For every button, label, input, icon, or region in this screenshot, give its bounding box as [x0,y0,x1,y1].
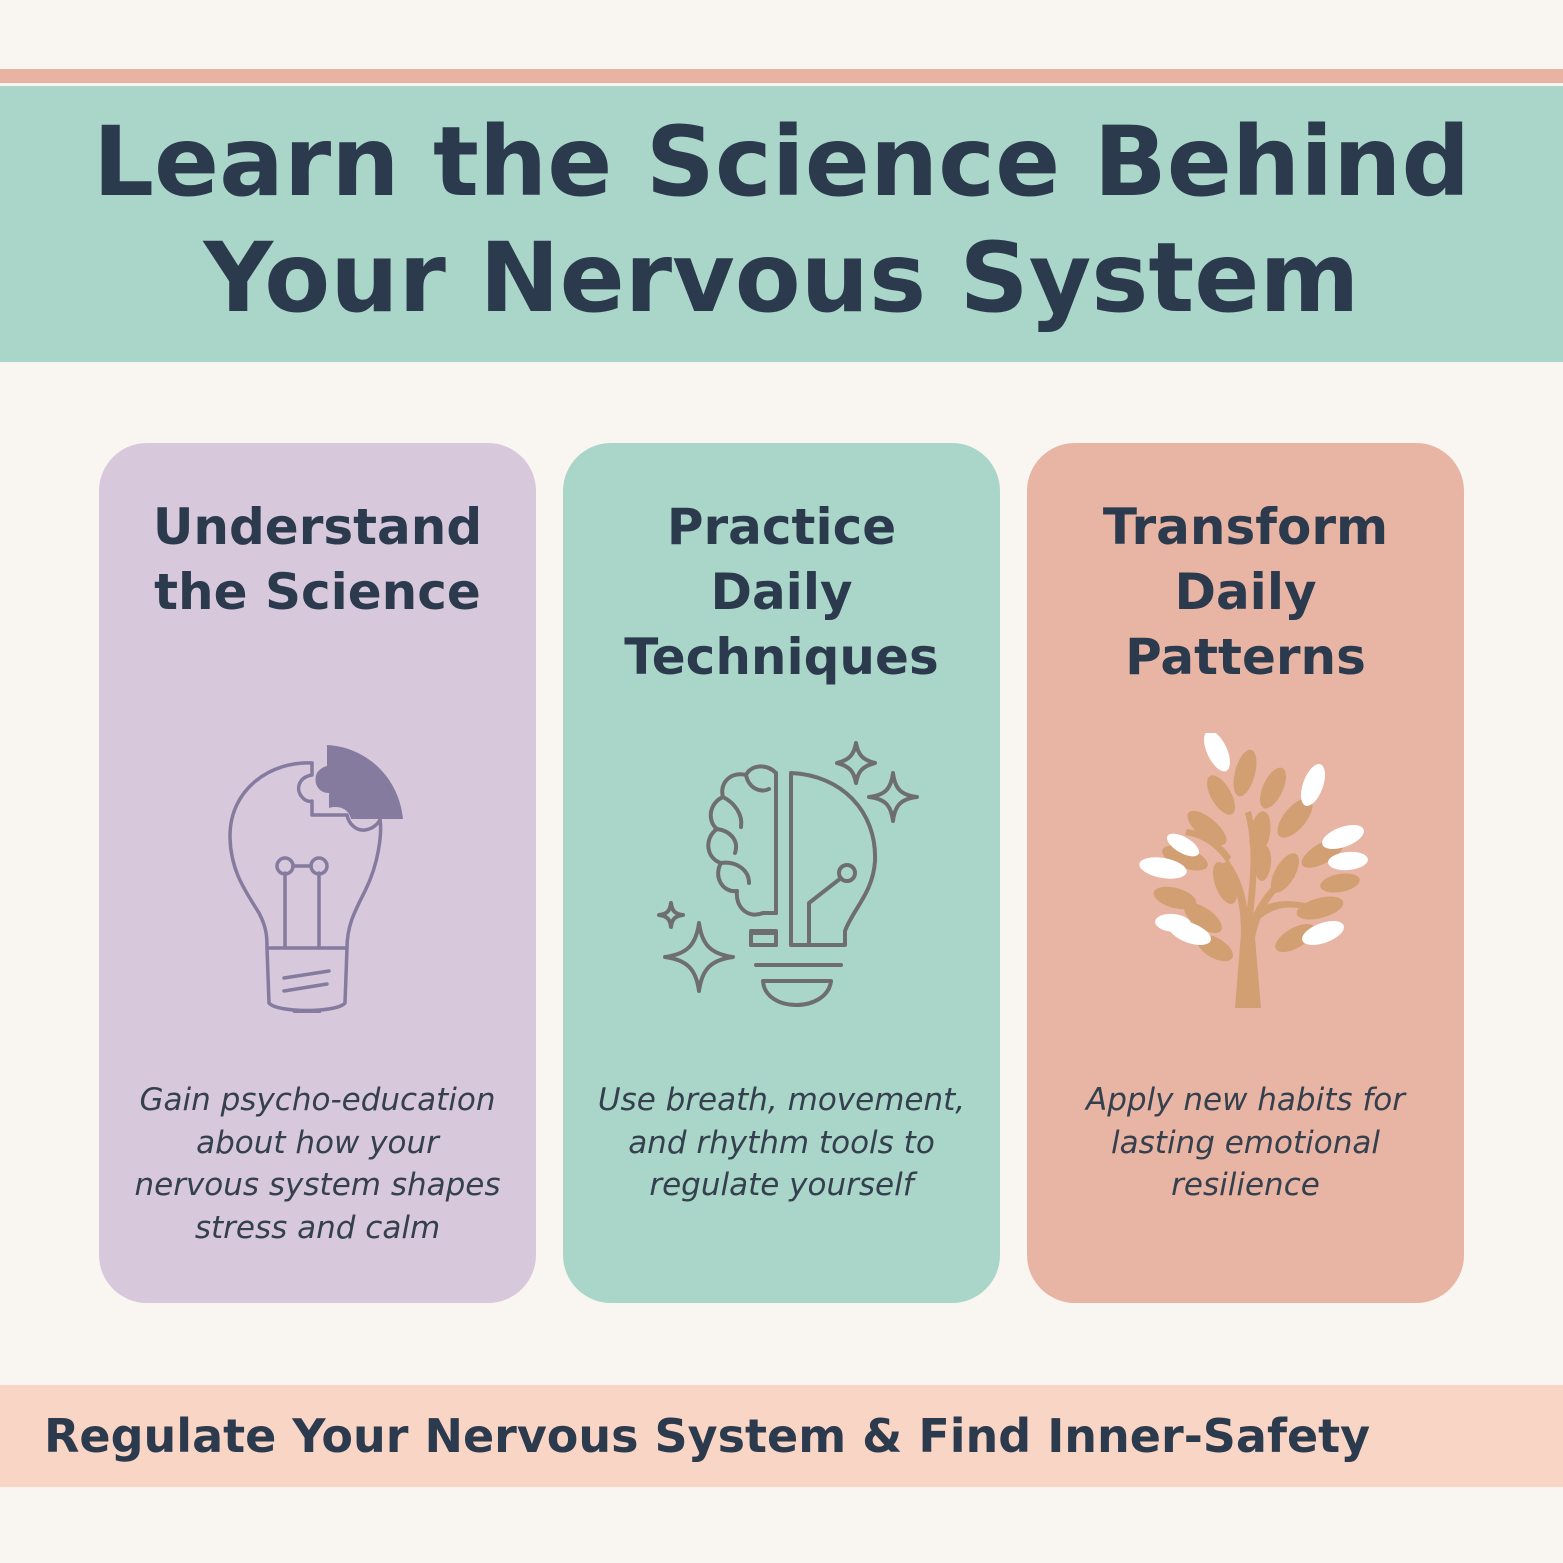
card-title-line: Transform [1102,498,1389,556]
card-practice-techniques: Practice Daily Techniques Use breath, mo… [563,443,1000,1303]
footer-tagline: Regulate Your Nervous System & Find Inne… [44,1409,1371,1463]
card-description-line: Use breath, movement, [597,1082,966,1118]
card-title-line: Daily [1174,563,1317,621]
card-title-line: Daily [710,563,853,621]
card-description-line: Apply new habits for [1085,1082,1406,1118]
card-description-line: stress and calm [194,1209,441,1246]
card-transform-patterns: Transform Daily Patterns [1027,443,1464,1303]
page-title: Learn the Science Behind Your Nervous Sy… [0,104,1563,336]
card-title-line: Practice [666,498,897,556]
card-title: Understand the Science [99,495,536,625]
card-description-line: and rhythm tools to [628,1124,935,1161]
top-accent-stripe [0,69,1563,83]
card-understand-science: Understand the Science Gain psycho-educa… [99,443,536,1303]
card-description: Use breath, movement, and rhythm tools t… [563,1079,1000,1207]
card-description-line: about how your [196,1124,439,1161]
lightbulb-puzzle-icon [228,745,403,1013]
card-description-line: Gain psycho-education [139,1082,496,1118]
header-band [0,86,1563,362]
page-title-line-2: Your Nervous System [203,222,1360,334]
card-description: Gain psycho-education about how your ner… [99,1079,536,1249]
card-description-line: lasting emotional [1111,1124,1380,1161]
card-title-line: Patterns [1125,628,1366,686]
brain-lightbulb-sparkles-icon [657,741,919,1007]
card-title-line: Understand [152,498,483,556]
card-description-line: resilience [1171,1167,1320,1203]
card-description: Apply new habits for lasting emotional r… [1027,1079,1464,1207]
card-title: Practice Daily Techniques [563,495,1000,690]
card-title-line: Techniques [624,628,939,686]
card-description-line: regulate yourself [649,1167,914,1203]
tree-icon [1139,733,1368,1008]
page-title-line-1: Learn the Science Behind [92,106,1471,218]
footer-band [0,1385,1563,1487]
card-title-line: the Science [154,563,481,621]
card-title: Transform Daily Patterns [1027,495,1464,690]
card-description-line: nervous system shapes [134,1167,501,1203]
